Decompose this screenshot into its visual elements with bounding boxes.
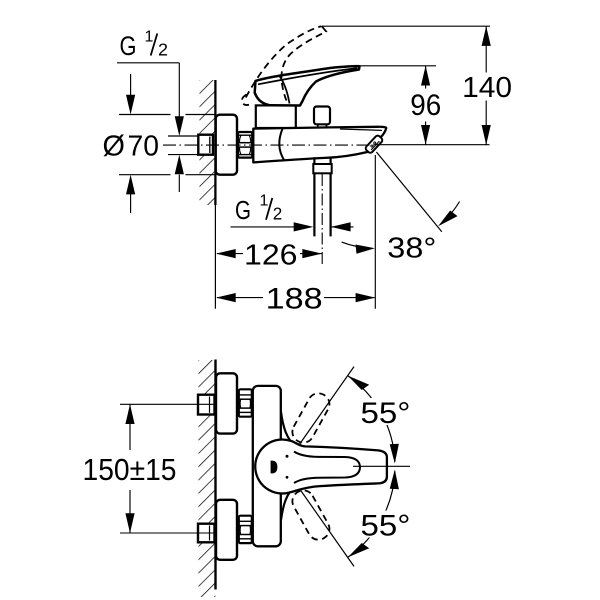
svg-text:70: 70	[128, 131, 160, 163]
svg-text:1: 1	[145, 29, 154, 46]
svg-text:2: 2	[273, 204, 283, 224]
svg-text:96: 96	[410, 89, 441, 122]
svg-text:126: 126	[244, 240, 298, 272]
svg-text:140: 140	[462, 72, 512, 104]
svg-text:55°: 55°	[361, 509, 411, 542]
svg-text:150±15: 150±15	[83, 452, 177, 487]
svg-text:38°: 38°	[387, 233, 436, 265]
svg-text:G: G	[120, 31, 137, 61]
svg-text:55°: 55°	[361, 397, 411, 430]
svg-text:188: 188	[266, 283, 323, 316]
svg-text:G: G	[235, 197, 251, 225]
svg-text:1: 1	[260, 193, 269, 210]
svg-text:Ø: Ø	[103, 131, 125, 163]
svg-text:2: 2	[158, 39, 168, 59]
